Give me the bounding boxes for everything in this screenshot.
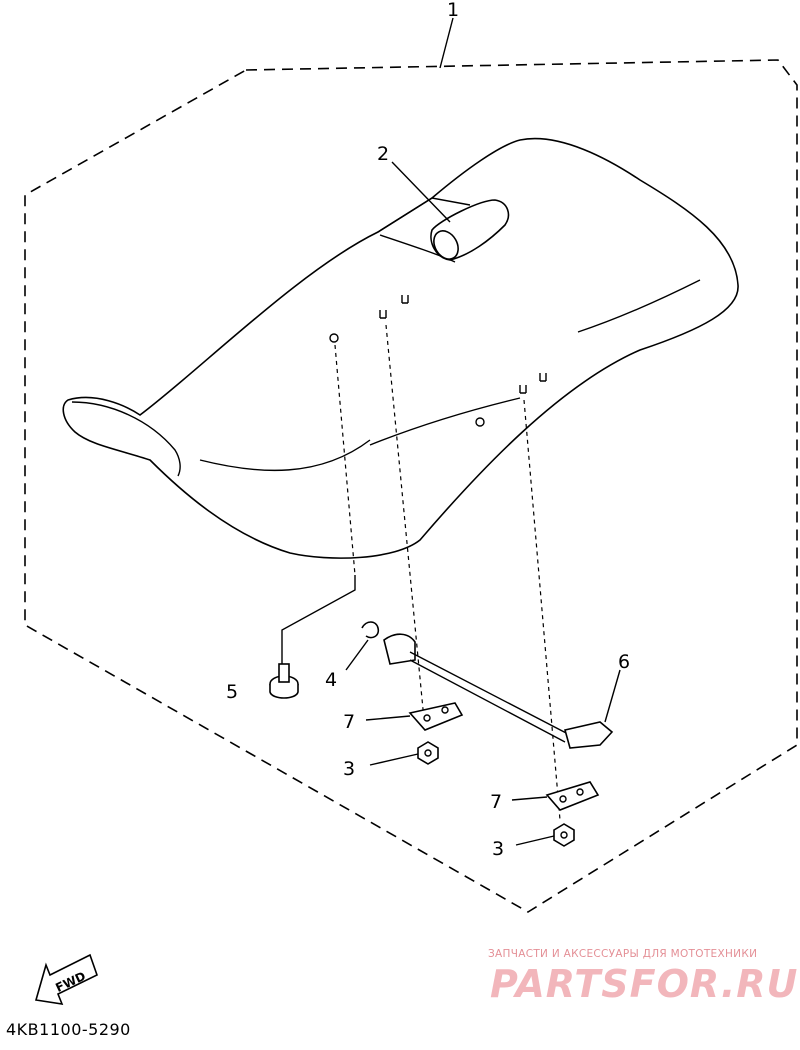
part-6-latch <box>383 633 614 749</box>
leader-3b <box>515 835 555 846</box>
leader-2 <box>391 161 451 223</box>
callout-1: 1 <box>447 0 459 21</box>
seat <box>62 137 739 559</box>
callout-7-lower: 7 <box>490 791 502 813</box>
watermark-tagline: ЗАПЧАСТИ И АКСЕССУАРЫ ДЛЯ МОТОТЕХНИКИ <box>488 948 758 960</box>
leader-4 <box>345 639 369 671</box>
assembly-line-3 <box>523 399 561 821</box>
part-5-damper <box>269 663 299 699</box>
assembly-line-2 <box>385 324 426 731</box>
part-7-plate-upper <box>408 702 464 731</box>
leader-7a <box>365 715 411 721</box>
assembly-line-1 <box>334 344 356 576</box>
part-4-clip <box>361 621 380 639</box>
leader-6 <box>604 669 621 723</box>
callout-5: 5 <box>226 681 238 703</box>
callout-2: 2 <box>377 143 389 165</box>
part-code: 4KB1100-5290 <box>6 1020 131 1039</box>
leader-3a <box>369 753 419 766</box>
watermark-logo: PARTSFOR.RU <box>490 962 799 1006</box>
callout-3-lower: 3 <box>492 838 504 860</box>
part-3-nut-lower <box>553 823 575 847</box>
leader-1 <box>439 17 454 69</box>
leader-7b <box>511 796 548 801</box>
callout-4: 4 <box>325 669 337 691</box>
part-7-plate-lower <box>545 781 600 811</box>
callout-7-upper: 7 <box>343 711 355 733</box>
leader-5-path <box>281 575 356 665</box>
callout-3-upper: 3 <box>343 758 355 780</box>
part-3-nut-upper <box>417 741 439 765</box>
fwd-arrow-icon: FWD <box>34 953 98 1006</box>
callout-6: 6 <box>618 651 630 673</box>
